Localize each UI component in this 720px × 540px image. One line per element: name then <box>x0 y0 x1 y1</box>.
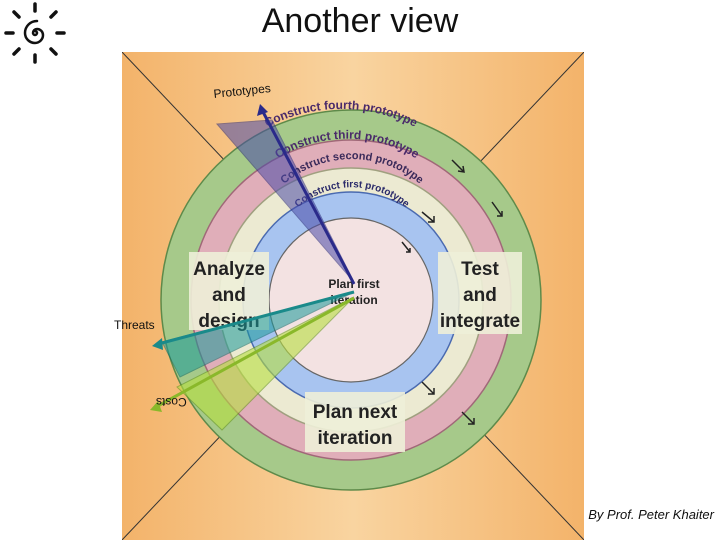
svg-text:Plan next: Plan next <box>313 402 398 423</box>
svg-text:iteration: iteration <box>318 428 393 449</box>
svg-text:and: and <box>463 285 497 306</box>
phase-plan-next: Plan next iteration <box>305 392 405 452</box>
costs-label: Costs <box>156 395 187 409</box>
costs-arrowhead <box>150 401 162 412</box>
prototypes-arrowhead <box>257 104 268 116</box>
svg-text:Test: Test <box>461 259 499 280</box>
spiral-model-diagram: Construct fourth prototype Construct thi… <box>122 52 584 540</box>
prototypes-arrow <box>260 109 356 285</box>
phase-analyze-design: Analyze and design <box>189 252 269 332</box>
threats-arrowhead <box>152 338 163 350</box>
threats-label: Threats <box>114 318 155 332</box>
phase-test-integrate: Test and integrate <box>438 252 522 334</box>
svg-text:and: and <box>212 285 246 306</box>
costs-wedge <box>176 296 355 431</box>
credit-text: By Prof. Peter Khaiter <box>588 507 714 522</box>
slide-title: Another view <box>261 2 459 40</box>
prototypes-label: Prototypes <box>213 81 272 101</box>
costs-arrow <box>155 296 355 409</box>
svg-text:Analyze: Analyze <box>193 259 265 280</box>
sun-spiral-icon <box>4 2 66 64</box>
prototypes-wedge <box>215 119 355 283</box>
threats-arrow <box>157 290 355 346</box>
svg-text:integrate: integrate <box>440 311 520 332</box>
